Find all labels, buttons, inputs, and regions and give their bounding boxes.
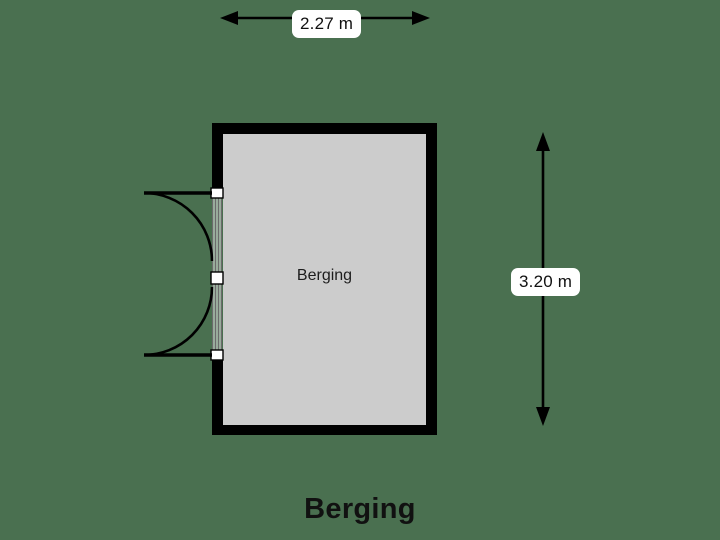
dimension-width-arrow-right (412, 11, 430, 25)
door-hinge-bottom (210, 349, 224, 361)
dimension-label-height: 3.20 m (511, 268, 581, 296)
door-swing-arc-upper (143, 191, 214, 262)
door-hinge-top (210, 187, 224, 199)
door-opening (210, 187, 224, 361)
door-hinge-middle (210, 271, 224, 285)
room-interior-floor (223, 134, 426, 425)
page-title: Berging (304, 493, 416, 525)
dimension-label-width: 2.27 m (292, 10, 362, 38)
door-hinge-blocks (210, 187, 224, 361)
door-swing-group (143, 191, 214, 357)
door-swing-arc-lower (143, 286, 214, 357)
dimension-height-arrow-top (536, 132, 550, 151)
room-shell (212, 123, 437, 435)
dimension-width-arrow-left (220, 11, 238, 25)
room-name-label: Berging (296, 267, 353, 284)
dimension-height-arrow-bottom (536, 407, 550, 426)
